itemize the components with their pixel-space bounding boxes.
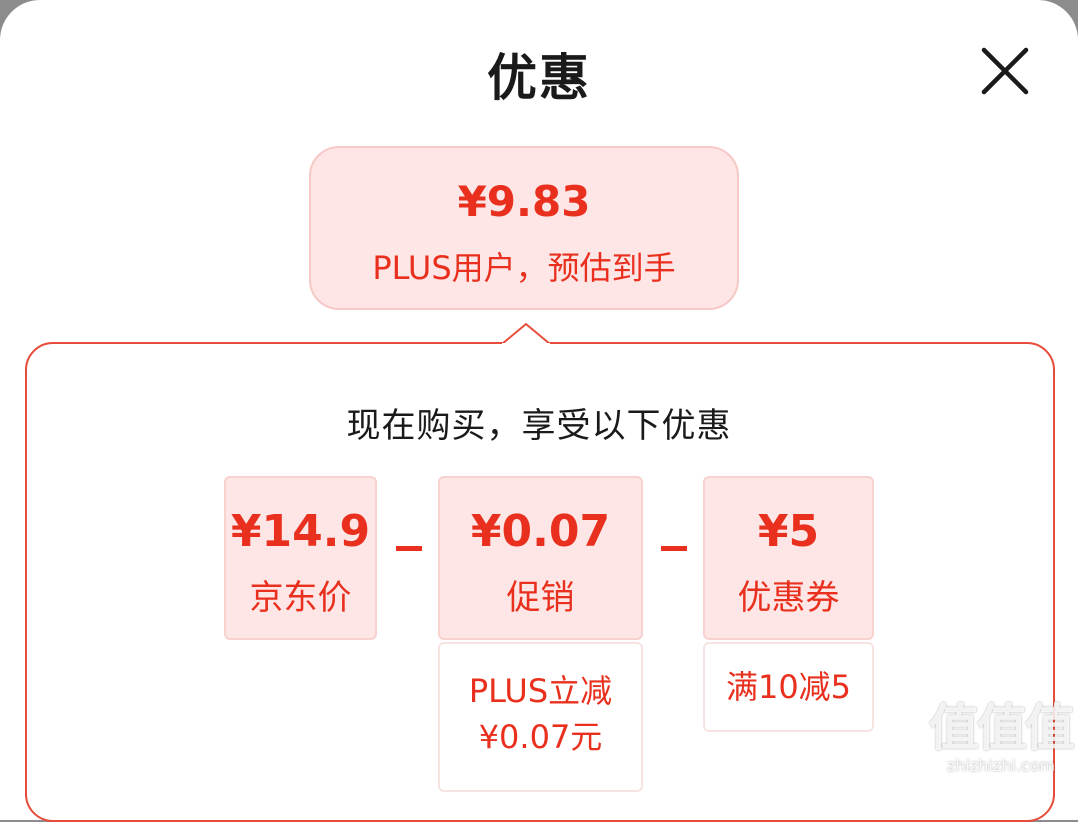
jd-price-box: ¥14.9 京东价	[224, 476, 377, 640]
promotion-box: ¥0.07 促销	[438, 476, 643, 640]
coupon-detail: 满10减5	[703, 642, 874, 732]
jd-price-label: 京东价	[249, 578, 352, 618]
coupon-amount: ¥5	[757, 506, 820, 557]
promotion-amount: ¥0.07	[470, 506, 611, 557]
site-watermark: 值值值 zhizhizhi.com	[926, 700, 1076, 784]
panel-pointer	[502, 322, 550, 346]
sheet-title: 优惠	[487, 49, 591, 107]
minus-operator	[396, 546, 422, 551]
watermark-url: zhizhizhi.com	[946, 756, 1056, 775]
panel-subtitle: 现在购买，享受以下优惠	[346, 406, 732, 446]
coupon-box: ¥5 优惠券	[703, 476, 874, 640]
estimated-price: ¥9.83	[457, 177, 591, 226]
estimated-price-card: ¥9.83 PLUS用户，预估到手	[309, 146, 739, 310]
jd-price-amount: ¥14.9	[230, 506, 371, 557]
minus-operator	[661, 546, 687, 551]
watermark-logo: 值值值	[929, 699, 1075, 757]
coupon-label: 优惠券	[737, 578, 840, 618]
promotion-label: 促销	[506, 578, 575, 618]
close-button[interactable]	[978, 44, 1032, 98]
promotion-detail: PLUS立减 ¥0.07元	[438, 642, 643, 792]
estimated-price-label: PLUS用户，预估到手	[372, 249, 676, 287]
close-icon	[981, 47, 1029, 95]
